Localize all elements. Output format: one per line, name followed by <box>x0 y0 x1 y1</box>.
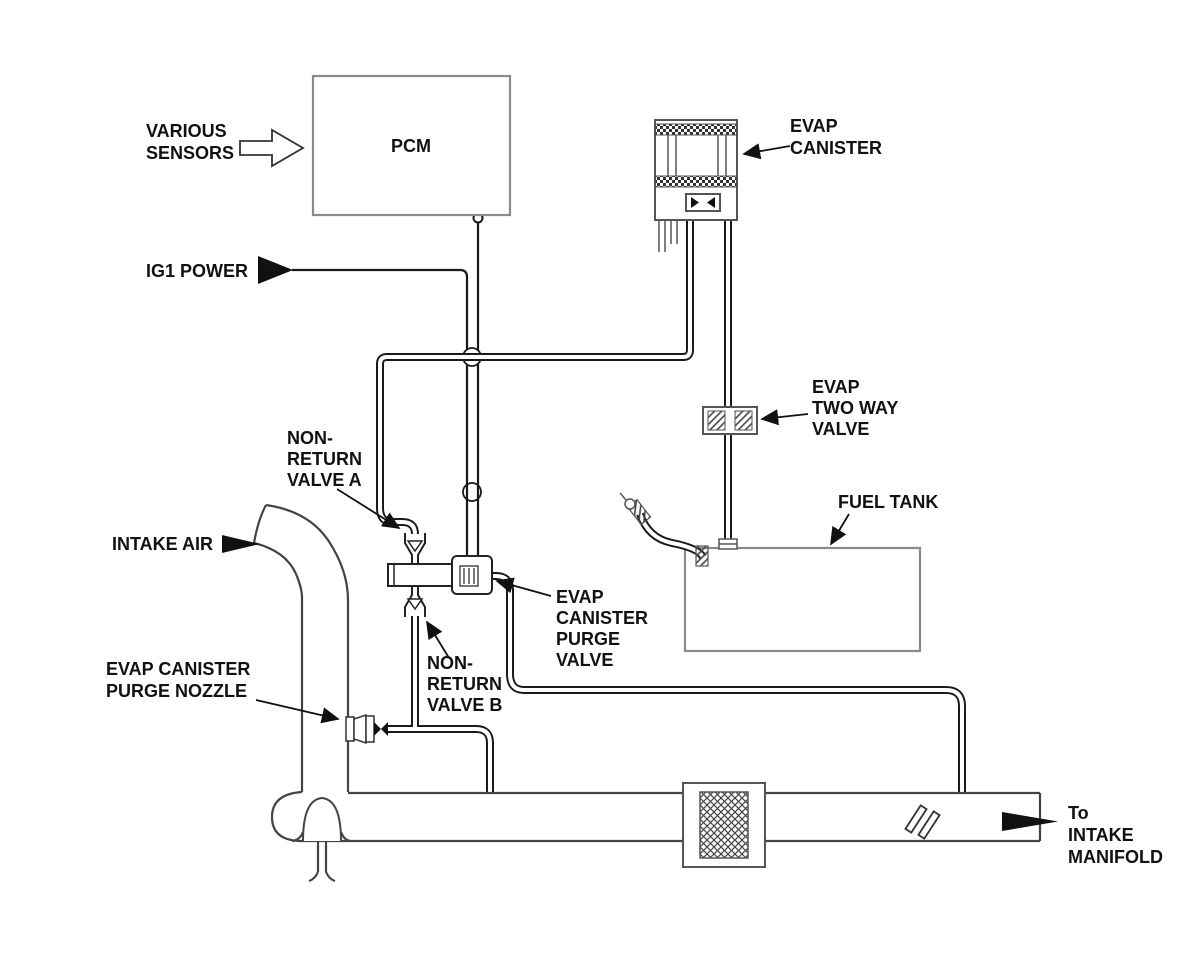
air-bell <box>302 796 342 842</box>
fuel-tank-box <box>683 546 922 653</box>
canister-check-valve-box <box>685 193 721 212</box>
air-bell-and-drain <box>291 796 351 883</box>
nozzle-tube <box>388 725 494 792</box>
valve-a-label-line2: RETURN <box>287 449 362 469</box>
resonator-filter <box>682 782 766 868</box>
evap-two-way-valve-component <box>702 406 758 435</box>
non-return-valve-a-component <box>404 533 426 565</box>
diagram-labels: VARIOUS SENSORS IG1 POWER EVAP CANISTER … <box>106 116 1163 867</box>
canister-valve-arrow-right-icon <box>691 197 699 208</box>
tank-inlet-connector <box>695 545 709 567</box>
purge-nozzle-label-line2: PURGE NOZZLE <box>106 681 247 701</box>
evap-canister-label-line1: EVAP <box>790 116 838 136</box>
to-intake-manifold-label-line2: INTAKE <box>1068 825 1134 845</box>
various-sensors-label-line1: VARIOUS <box>146 121 227 141</box>
ig1-power-wire <box>292 268 469 556</box>
purge-valve-assembly <box>387 533 493 617</box>
canister-purge-tube <box>376 218 694 535</box>
pump-fitting <box>624 498 636 510</box>
to-intake-manifold-label-line1: To <box>1068 803 1089 823</box>
duct-mouth-rim <box>252 504 267 544</box>
various-sensors-label-line2: SENSORS <box>146 143 234 163</box>
evap-canister-purge-valve-component <box>451 555 493 595</box>
various-sensors-block-arrow-icon <box>239 128 305 168</box>
canister-vent-tubes <box>658 221 678 252</box>
valve-b-pointer-arrow <box>426 620 450 659</box>
intake-air-duct <box>252 503 350 843</box>
purge-nozzle-label-line1: EVAP CANISTER <box>106 659 250 679</box>
to-intake-manifold-label-line3: MANIFOLD <box>1068 847 1163 867</box>
valve-a-label-line3: VALVE A <box>287 470 362 490</box>
fuel-tank-label: FUEL TANK <box>838 492 938 512</box>
ig1-power-arrow-icon <box>258 256 293 284</box>
evap-canister-component <box>654 119 738 252</box>
two-way-valve-label-line1: EVAP <box>812 377 860 397</box>
purge-valve-pointer-arrow <box>495 577 552 597</box>
purge-valve-label-line3: PURGE <box>556 629 620 649</box>
evap-canister-purge-nozzle-component <box>345 713 388 745</box>
fuel-tank-pointer-arrow <box>830 513 850 546</box>
valve-a-label-line1: NON- <box>287 428 333 448</box>
purge-valve-label-line4: VALVE <box>556 650 613 670</box>
evap-canister-label-line2: CANISTER <box>790 138 882 158</box>
pcm-box <box>311 74 512 217</box>
ig1-power-label: IG1 POWER <box>146 261 248 281</box>
valve-b-label-line3: VALVE B <box>427 695 502 715</box>
two-way-valve-label-line2: TWO WAY <box>812 398 898 418</box>
to-intake-manifold-arrow-icon <box>1002 812 1058 831</box>
non-return-valve-b-component <box>404 585 426 617</box>
canister-valve-arrow-left-icon <box>707 197 715 208</box>
intake-manifold-pipe <box>298 791 1042 843</box>
intake-air-arrow-icon <box>222 535 260 553</box>
purge-valve-label-line1: EVAP <box>556 587 604 607</box>
duct-inner-wall <box>253 541 304 792</box>
duct-outer-wall <box>265 503 350 792</box>
canister-top-filter-band <box>654 123 738 136</box>
pipe-check-flap <box>904 804 941 840</box>
purge-valve-label-line2: CANISTER <box>556 608 648 628</box>
valve-b-label-line2: RETURN <box>427 674 502 694</box>
pipe-left-cap <box>270 790 303 843</box>
canister-mid-filter-band <box>654 175 738 188</box>
assembly-body <box>387 563 457 587</box>
purge-nozzle-pointer-arrow <box>255 699 340 724</box>
valve-a-pointer-arrow <box>336 488 401 529</box>
valve-b-label-line1: NON- <box>427 653 473 673</box>
fuel-pump-assembly <box>619 492 709 567</box>
two-way-valve-pointer-arrow <box>760 409 809 426</box>
pcm-label: PCM <box>391 136 431 156</box>
evap-canister-pointer-arrow <box>742 143 791 160</box>
intake-air-label: INTAKE AIR <box>112 534 213 554</box>
two-way-valve-label-line3: VALVE <box>812 419 869 439</box>
resonator-filter-element <box>699 791 749 859</box>
